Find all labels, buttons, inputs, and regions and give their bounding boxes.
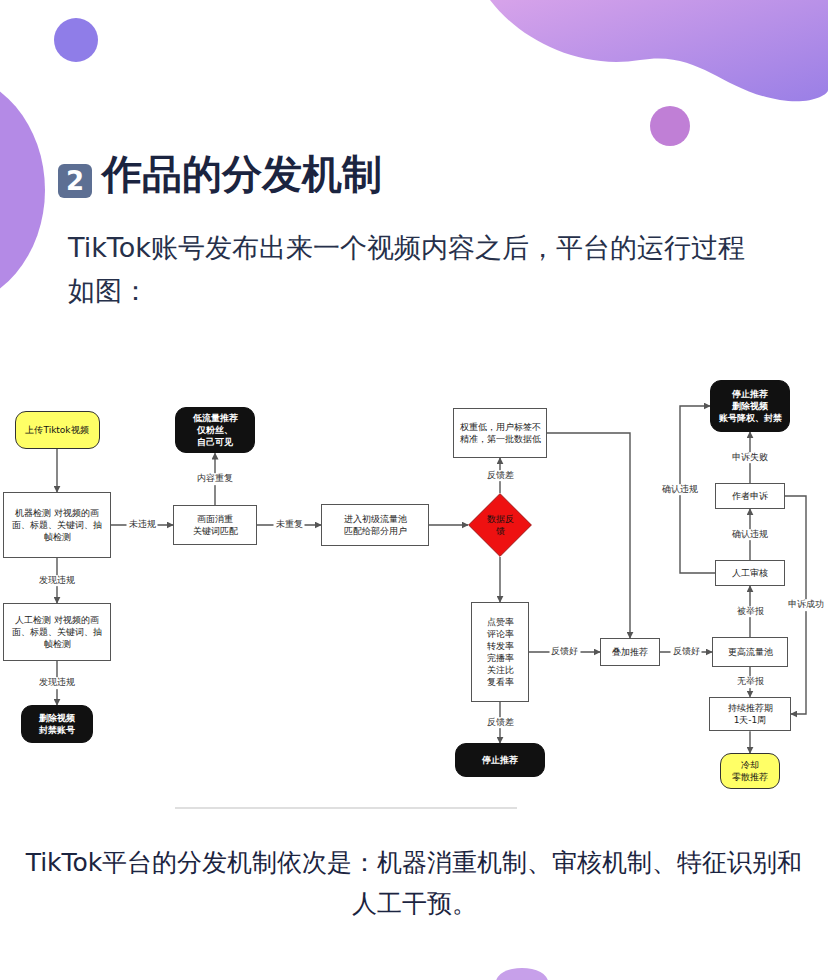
- flow-arrow: [429, 524, 468, 525]
- process-box: 机器检测 对视频的画面、标题、关键词、抽帧检测: [3, 492, 111, 558]
- diamond-outline: [468, 493, 532, 557]
- decision-diamond: 数据反馈: [468, 493, 532, 557]
- dot: [650, 106, 690, 146]
- intro-text: TikTok账号发布出来一个视频内容之后，平台的运行过程如图：: [68, 226, 758, 312]
- process-box: 持续推荐期 1天-1周: [709, 697, 791, 731]
- edge-label: 申诉失败: [730, 452, 770, 464]
- edge-label: 发现违规: [37, 575, 77, 587]
- node-text: 数据反馈: [485, 513, 515, 537]
- flow-arrow: [499, 557, 500, 602]
- process-box: 人工检测 对视频的画面、标题、关键词、抽帧检测: [3, 603, 111, 661]
- edge-label: 确认违规: [660, 484, 700, 496]
- node-text: 持续推荐期 1天-1周: [714, 702, 786, 726]
- edge-label: 无举报: [735, 676, 766, 688]
- process-box: 叠加推荐: [600, 638, 660, 666]
- node-text: 机器检测 对视频的画面、标题、关键词、抽帧检测: [8, 507, 106, 543]
- end-terminal: 冷却 零散推荐: [720, 753, 780, 789]
- node-text: 停止推荐: [482, 754, 518, 766]
- end-terminal: 低流量推荐 仅粉丝、自己可见: [175, 407, 255, 453]
- edge-label: 未违规: [127, 519, 158, 531]
- dot: [54, 18, 98, 62]
- edge-label: 反馈差: [485, 717, 516, 729]
- diamond-shape: [469, 494, 532, 557]
- node-text: 停止推荐 删除视频 账号降权、封禁: [715, 388, 785, 424]
- node-text: 删除视频 封禁账号: [26, 712, 88, 736]
- process-box: 作者申诉: [715, 483, 785, 509]
- edge-label: 确认违规: [730, 529, 770, 541]
- node-text: 画面消重 关键词匹配: [178, 513, 252, 537]
- flow-arrow: [56, 449, 57, 492]
- node-text: 低流量推荐 仅粉丝、自己可见: [180, 412, 250, 448]
- node-text: 点赞率 评论率 转发率 完播率 关注比 复看率: [476, 616, 524, 689]
- edge-label: 申诉成功: [786, 599, 826, 611]
- node-text: 上传Tiktok视频: [25, 424, 88, 436]
- number-badge: 2: [58, 164, 92, 198]
- node-text: 更高流量池: [728, 646, 773, 658]
- node-text: 叠加推荐: [612, 646, 648, 658]
- edge-label: 反馈好: [549, 646, 580, 658]
- edge-label: 反馈好: [671, 646, 702, 658]
- page-title: 作品的分发机制: [102, 150, 382, 198]
- node-text: 作者申诉: [732, 490, 768, 502]
- start-terminal: 上传Tiktok视频: [15, 411, 100, 449]
- process-box: 人工审核: [715, 560, 785, 586]
- node-text: 人工审核: [732, 567, 768, 579]
- corner-blob: [490, 0, 828, 101]
- node-text: 人工检测 对视频的画面、标题、关键词、抽帧检测: [8, 614, 106, 650]
- process-box: 进入初级流量池 匹配给部分用户: [321, 504, 429, 546]
- end-terminal: 停止推荐 删除视频 账号降权、封禁: [710, 380, 790, 432]
- process-box: 画面消重 关键词匹配: [173, 505, 257, 545]
- flow-arrow: [749, 731, 750, 753]
- flow-arrow: [547, 433, 630, 638]
- edge-label: 反馈差: [485, 470, 516, 482]
- end-terminal: 删除视频 封禁账号: [21, 705, 93, 743]
- node-text: 权重低，用户标签不精准，第一批数据低: [458, 421, 542, 445]
- end-terminal: 停止推荐: [455, 743, 545, 777]
- edge-label: 发现违规: [37, 677, 77, 689]
- edge-label: 被举报: [735, 606, 766, 618]
- node-text: 冷却 零散推荐: [725, 759, 775, 783]
- process-box: 更高流量池: [712, 637, 788, 667]
- side-blob: [0, 72, 45, 308]
- metric-box: 点赞率 评论率 转发率 完播率 关注比 复看率: [471, 602, 529, 702]
- caption: TikTok平台的分发机制依次是：机器消重机制、审核机制、特征识别和人工干预。: [19, 843, 809, 924]
- node-text: 进入初级流量池 匹配给部分用户: [326, 513, 424, 537]
- separator: [175, 807, 517, 809]
- edge-label: 未重复: [274, 519, 305, 531]
- process-box: 权重低，用户标签不精准，第一批数据低: [453, 408, 547, 458]
- edge-label: 内容重复: [195, 473, 235, 485]
- bottom-blob: [496, 968, 548, 980]
